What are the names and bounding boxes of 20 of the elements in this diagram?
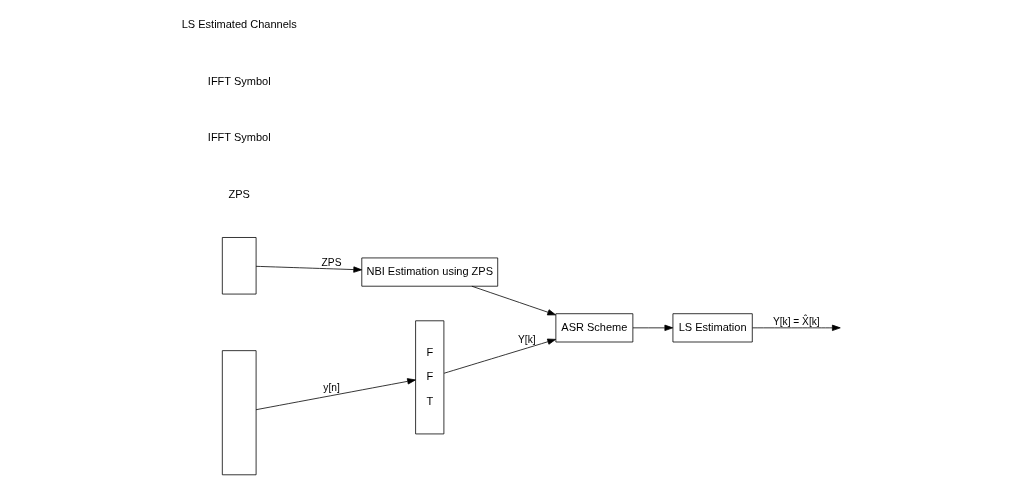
arrow xyxy=(255,265,363,273)
label: IFFT Symbol xyxy=(207,131,271,144)
edge-label: Y[k] = X̂[k] xyxy=(772,316,820,328)
node-box: NBI Estimation using ZPS xyxy=(361,257,499,287)
label: LS Estimated Channels xyxy=(181,18,297,31)
label: ZPS xyxy=(228,187,250,200)
arrow xyxy=(752,324,841,331)
node-box: ASR Scheme xyxy=(555,313,634,343)
edge-label: y[n] xyxy=(323,382,340,394)
node-box: LS Estimation xyxy=(672,313,753,343)
arrow xyxy=(255,378,416,411)
label: IFFT Symbol xyxy=(207,74,271,87)
arrow xyxy=(443,338,556,374)
node-box xyxy=(221,350,257,476)
node-box: F F T xyxy=(415,320,445,435)
edge-label: ZPS xyxy=(321,257,342,269)
arrow xyxy=(632,324,674,331)
arrow xyxy=(471,285,556,316)
edge-label: Y[k] xyxy=(518,334,536,346)
node-box xyxy=(221,237,257,295)
